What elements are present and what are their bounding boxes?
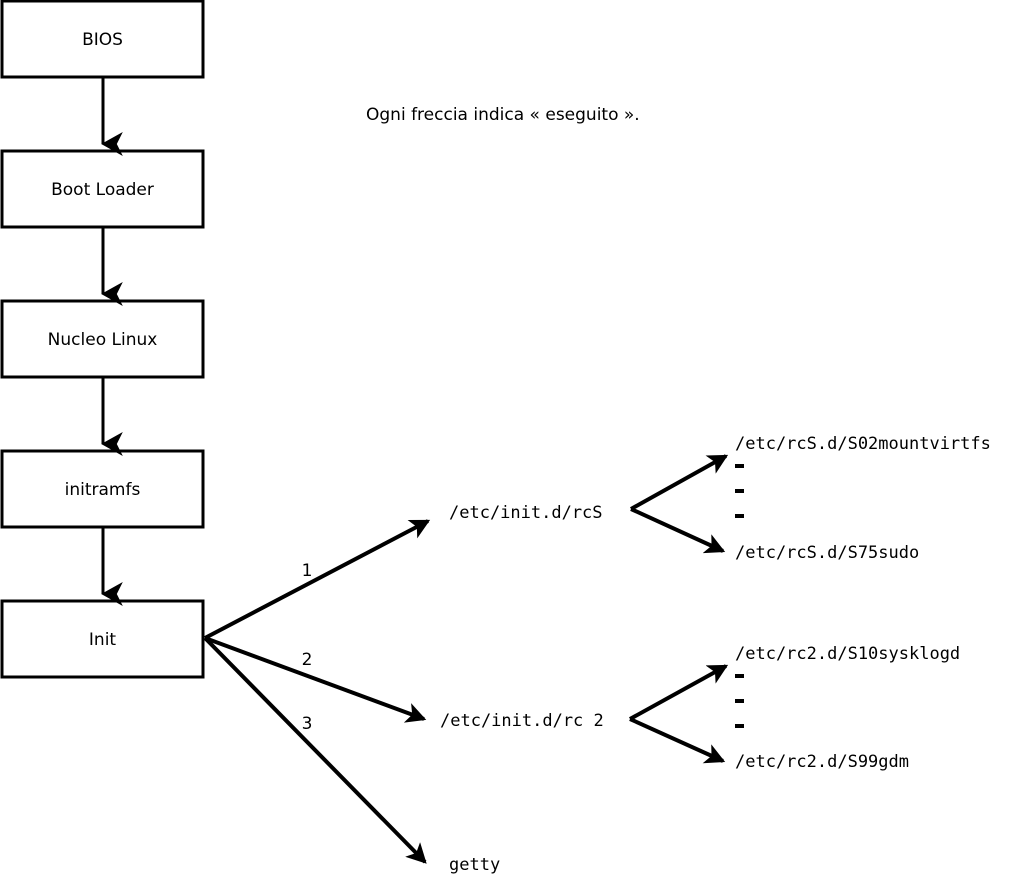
box-bootloader-rect [0,149,205,229]
box-init[interactable]: Init [0,599,205,679]
label-rcs-script-first[interactable]: /etc/rcS.d/S02mountvirtfs [735,434,991,454]
box-bootloader-label: Boot Loader [51,180,154,200]
box-bios-label: BIOS [82,30,123,50]
arrow-init-branch-2 [204,636,427,723]
rcs-ellipsis-dash-2 [735,489,744,493]
rc2-ellipsis-dash-2 [735,699,744,703]
rc2-ellipsis-dash-3 [735,724,744,728]
box-kernel-label: Nucleo Linux [48,330,158,350]
box-bios-rect [0,0,205,79]
box-init-label: Init [89,630,117,650]
rcs-ellipsis-dash-3 [735,514,744,518]
arrow-rcs-to-last-script [630,507,726,554]
rcs-ellipsis-dash-1 [735,464,744,468]
label-rc2-script-last[interactable]: /etc/rc2.d/S99gdm [735,752,909,772]
arrow-init-branch-3 [203,636,427,864]
label-init-d-rcs[interactable]: /etc/init.d/rcS [449,503,603,523]
diagram-caption: Ogni freccia indica « eseguito ». [366,105,640,125]
box-kernel[interactable]: Nucleo Linux [0,299,205,379]
label-rc2-script-first[interactable]: /etc/rc2.d/S10sysklogd [735,644,960,664]
label-init-d-rc2[interactable]: /etc/init.d/rc 2 [440,711,604,731]
arrow-rc2-to-first-script [629,664,729,721]
label-rcs-script-last[interactable]: /etc/rcS.d/S75sudo [735,543,919,563]
rc2-ellipsis-dash-1 [735,674,744,678]
box-bios[interactable]: BIOS [0,0,205,79]
branch-number-3: 3 [302,714,313,734]
box-initramfs[interactable]: initramfs [0,449,205,529]
branch-number-2: 2 [302,650,313,670]
arrow-rc2-to-last-script [629,717,726,764]
box-initramfs-label: initramfs [65,480,141,500]
arrow-rcs-to-first-script [630,454,729,511]
arrow-init-branch-1 [204,519,431,640]
label-getty[interactable]: getty [449,855,500,875]
box-initramfs-rect [0,449,205,529]
branch-number-1: 1 [302,561,313,581]
box-init-rect [0,599,205,679]
box-bootloader[interactable]: Boot Loader [0,149,205,229]
